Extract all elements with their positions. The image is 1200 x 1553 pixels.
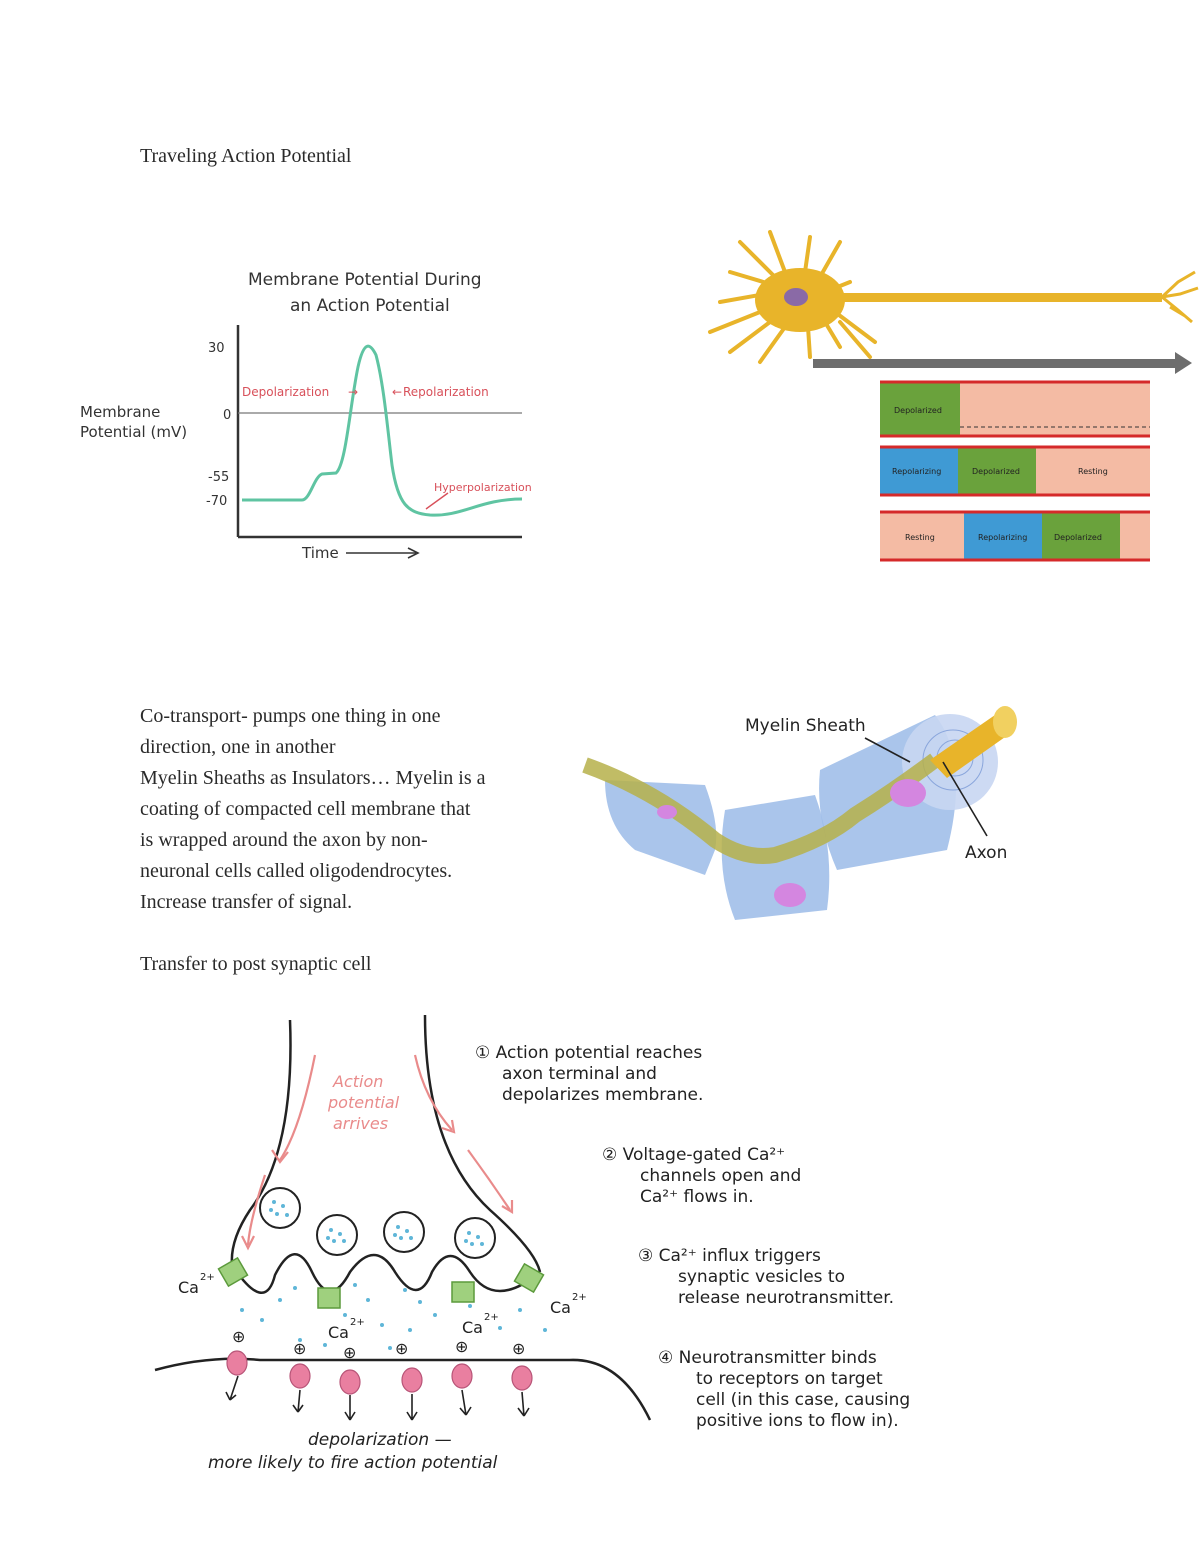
nucleus xyxy=(784,288,808,306)
action-potential-graph: Membrane Potential During an Action Pote… xyxy=(80,270,532,562)
label-axon-myelin: Axon xyxy=(965,843,1007,863)
arrives-line1: Action xyxy=(332,1072,383,1091)
terminal-outline-right xyxy=(423,1014,542,1273)
step3-line2: synaptic vesicles to xyxy=(678,1267,845,1287)
graph-xlabel: Time xyxy=(301,544,339,562)
svg-text:2+: 2+ xyxy=(484,1312,499,1323)
svg-text:2+: 2+ xyxy=(350,1317,365,1328)
label-hyperpolarization: Hyperpolarization xyxy=(434,481,532,494)
tick-0: 0 xyxy=(223,408,231,423)
svg-text:Depolarized: Depolarized xyxy=(1054,533,1102,542)
step1-line2: axon terminal and xyxy=(502,1064,657,1084)
svg-text:Resting: Resting xyxy=(905,533,935,542)
myelin-sheath-figure: Myelin Sheath Axon xyxy=(582,706,1017,920)
vesicles xyxy=(240,1187,547,1350)
caption-depolarization: depolarization — xyxy=(308,1430,452,1450)
calcium-channels xyxy=(217,1256,545,1309)
ca-label-mid: Ca xyxy=(328,1323,349,1342)
svg-text:2+: 2+ xyxy=(572,1292,587,1303)
axon-tube xyxy=(930,715,1015,778)
body-line: Myelin Sheaths as Insulators… Myelin is … xyxy=(140,767,486,789)
neuron-propagation-diagram: Depolarized Repolarizing Depolarized Res… xyxy=(708,230,1199,562)
tick-70: -70 xyxy=(206,494,227,509)
step3-line1: ③ Ca²⁺ influx triggers xyxy=(638,1246,821,1266)
row-c-repolarizing xyxy=(964,512,1042,560)
page-heading: Traveling Action Potential xyxy=(140,145,352,167)
row-b: Repolarizing Depolarized Resting xyxy=(880,445,1150,497)
step2-line3: Ca²⁺ flows in. xyxy=(640,1187,754,1207)
synapse-figure: Action potential arrives Ca 2+ Ca 2+ Ca … xyxy=(154,1014,910,1473)
row-b-depolarized xyxy=(958,447,1036,495)
ca-label-far: Ca xyxy=(550,1298,571,1317)
svg-text:2+: 2+ xyxy=(200,1272,215,1283)
body-line: Co-transport- pumps one thing in one xyxy=(140,705,441,727)
label-myelin-sheath: Myelin Sheath xyxy=(745,716,866,736)
direction-arrow xyxy=(813,359,1177,368)
graph-trace xyxy=(242,344,523,517)
svg-text:⊕: ⊕ xyxy=(395,1339,408,1358)
svg-text:⊕: ⊕ xyxy=(293,1339,306,1358)
row-b-repolarizing xyxy=(880,447,958,495)
synapse-heading: Transfer to post synaptic cell xyxy=(140,953,372,975)
row-c-depolarized xyxy=(1042,512,1120,560)
step4-line4: positive ions to flow in). xyxy=(696,1411,899,1431)
tick-30: 30 xyxy=(208,341,225,356)
svg-text:⊕: ⊕ xyxy=(343,1343,356,1362)
svg-text:⊕: ⊕ xyxy=(455,1337,468,1356)
row-a-depolarized xyxy=(880,382,960,436)
row-a: Depolarized xyxy=(880,380,1150,438)
postsynaptic-membrane xyxy=(154,1357,652,1421)
svg-text:Repolarizing: Repolarizing xyxy=(978,533,1027,542)
svg-text:⊕: ⊕ xyxy=(232,1327,245,1346)
body-line: Increase transfer of signal. xyxy=(140,891,353,913)
step4-line3: cell (in this case, causing xyxy=(696,1390,910,1410)
axon-core xyxy=(582,753,940,864)
step4-line1: ④ Neurotransmitter binds xyxy=(658,1348,877,1368)
body-line: coating of compacted cell membrane that xyxy=(140,798,471,820)
ca-label-left: Ca xyxy=(178,1278,199,1297)
step2-line1: ② Voltage-gated Ca²⁺ xyxy=(602,1145,785,1165)
synapse-steps: ① Action potential reaches axon terminal… xyxy=(475,1043,910,1431)
repol-arrow: ← xyxy=(392,385,402,399)
arrives-line3: arrives xyxy=(333,1114,388,1133)
step2-line2: channels open and xyxy=(640,1166,801,1186)
body-line: direction, one in another xyxy=(140,736,336,758)
row-a-label: Depolarized xyxy=(894,406,942,415)
arrives-line2: potential xyxy=(327,1093,400,1112)
axon-terminal-branches xyxy=(1160,270,1199,324)
presynaptic-membrane xyxy=(230,1253,541,1294)
ca-label-right: Ca xyxy=(462,1318,483,1337)
label-depolarization: Depolarization xyxy=(242,385,329,399)
step1-line1: ① Action potential reaches xyxy=(475,1043,702,1063)
step4-line2: to receptors on target xyxy=(696,1369,883,1389)
graph-ylabel-line1: Membrane xyxy=(80,403,160,421)
graph-title-line1: Membrane Potential During xyxy=(248,270,482,290)
caption-more-likely: more likely to fire action potential xyxy=(208,1453,498,1473)
graph-title-line2: an Action Potential xyxy=(290,296,450,316)
body-line: is wrapped around the axon by non- xyxy=(140,829,428,851)
label-repolarization: Repolarization xyxy=(403,385,489,399)
step3-line3: release neurotransmitter. xyxy=(678,1288,894,1308)
svg-text:⊕: ⊕ xyxy=(512,1339,525,1358)
axon-shaft xyxy=(840,293,1162,302)
graph-ylabel-line2: Potential (mV) xyxy=(80,423,187,441)
receptors: ⊕ ⊕ ⊕ ⊕ ⊕ ⊕ xyxy=(225,1327,533,1421)
svg-text:Depolarized: Depolarized xyxy=(972,467,1020,476)
depol-arrow: → xyxy=(348,385,358,399)
neuron-soma xyxy=(708,230,877,364)
row-c: Resting Repolarizing Depolarized xyxy=(880,510,1150,562)
body-paragraph: Co-transport- pumps one thing in one dir… xyxy=(140,701,570,918)
body-line: neuronal cells called oligodendrocytes. xyxy=(140,860,453,882)
svg-text:Repolarizing: Repolarizing xyxy=(892,467,941,476)
svg-text:Resting: Resting xyxy=(1078,467,1108,476)
tick-55: -55 xyxy=(208,470,229,485)
terminal-outline-left xyxy=(230,1019,292,1266)
step1-line3: depolarizes membrane. xyxy=(502,1085,703,1105)
